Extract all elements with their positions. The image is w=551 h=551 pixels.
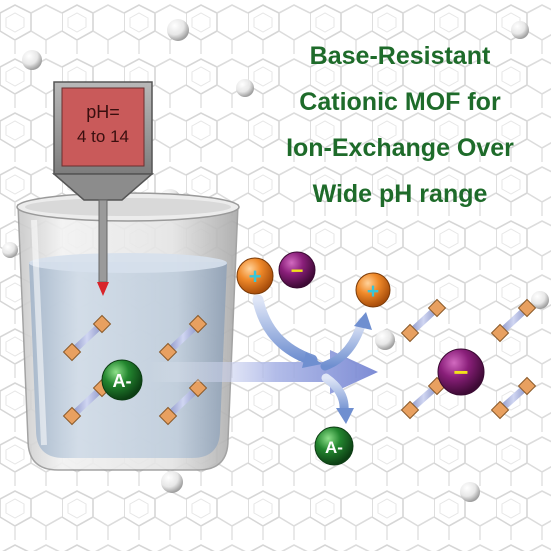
- beaker: [16, 192, 240, 471]
- released-anion: A-: [314, 426, 354, 466]
- incoming-cation: +: [236, 257, 274, 295]
- anion-sphere-in-cage: [101, 359, 143, 401]
- mof-cage-right: −: [400, 298, 537, 420]
- anion-sphere-in-right-cage: [437, 348, 485, 396]
- title-line-2: Cationic MOF for: [299, 88, 501, 116]
- cation-out-arrow: [320, 317, 367, 371]
- mof-cage-left-nodes: [62, 314, 208, 426]
- mof-cage-right-nodes: [400, 298, 537, 420]
- incoming-anion-symbol: −: [291, 258, 304, 283]
- title-line-4: Wide pH range: [313, 180, 488, 208]
- title-block: Base-Resistant Cationic MOF for Ion-Exch…: [286, 42, 514, 208]
- ph-probe: pH= 4 to 14: [51, 81, 155, 296]
- title-line-1: Base-Resistant: [310, 42, 491, 70]
- exchange-arrow: [150, 350, 378, 394]
- ph-probe-tip: [97, 282, 109, 296]
- ph-probe-rod: [98, 199, 108, 283]
- incoming-anion: −: [278, 251, 316, 289]
- incoming-cation-symbol: +: [249, 264, 262, 289]
- outgoing-cation-symbol: +: [367, 280, 379, 303]
- outgoing-cation: +: [355, 272, 391, 308]
- released-anion-label: A-: [325, 438, 343, 457]
- ph-probe-neck: [51, 173, 155, 201]
- mof-cage-left: A-: [62, 314, 208, 426]
- title-line-3: Ion-Exchange Over: [286, 134, 514, 162]
- cation-in-arrow: [252, 294, 318, 366]
- ph-probe-display: [61, 87, 145, 167]
- ph-probe-label-line-1: pH=: [86, 102, 120, 122]
- ph-probe-label-line-2: 4 to 14: [77, 127, 129, 146]
- anion-label-in-cage: A-: [113, 371, 132, 391]
- anion-symbol-in-right-cage: −: [453, 357, 468, 387]
